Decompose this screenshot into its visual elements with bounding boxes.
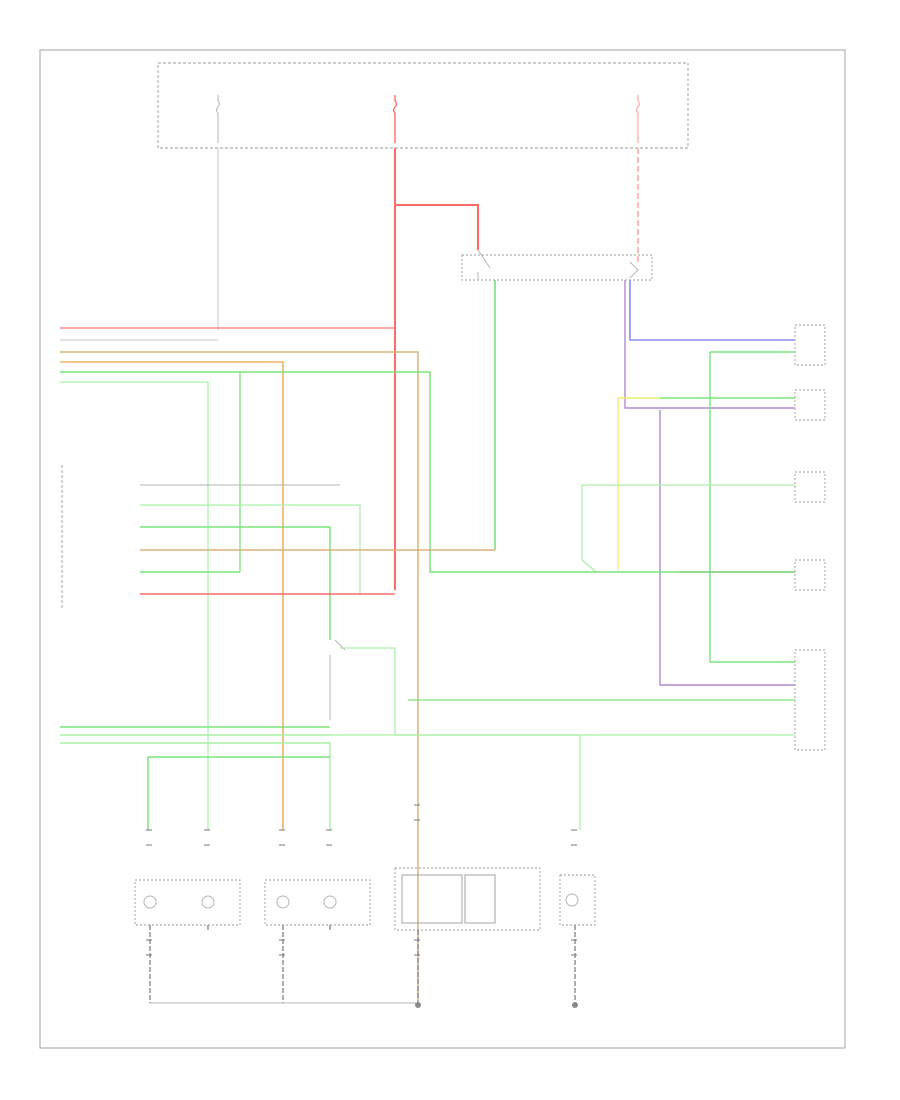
wire-harness-orange — [60, 361, 284, 830]
bulb-icon — [143, 895, 157, 909]
bulb-icon — [201, 895, 215, 909]
fuse-2-icon — [392, 95, 398, 143]
left-rear-lamp-assembly — [134, 879, 241, 926]
connector-markers — [146, 804, 577, 956]
bulb-icon — [276, 895, 290, 909]
relay-output-wires — [581, 280, 795, 686]
right-connectors — [794, 324, 826, 751]
wire-violet-2 — [659, 410, 795, 686]
wire-harness-green-1 — [60, 371, 795, 573]
fuse-feed-wires — [217, 148, 639, 590]
relay-switch-icon — [477, 249, 491, 280]
fuse-1-icon — [216, 95, 220, 143]
ground-wiring — [149, 925, 578, 1008]
third-brake-lamp-assembly — [394, 867, 541, 931]
wire-harness-tan — [60, 351, 419, 1000]
wire-violet-1 — [624, 280, 795, 409]
fuse-box — [157, 62, 689, 149]
wire-green-right-2 — [709, 351, 795, 663]
wire-red-to-relay — [395, 204, 479, 250]
lamp-control-module — [61, 465, 795, 830]
wire-yellow — [617, 397, 660, 570]
ground-right-icon — [572, 1002, 578, 1008]
wire-harness-green-2 — [60, 381, 209, 830]
fuse-3-icon — [635, 95, 641, 143]
wire-lower-3 — [60, 742, 331, 830]
wire-lower-4 — [147, 756, 330, 830]
module-switch-icon — [329, 639, 346, 720]
wire-blue — [629, 280, 795, 341]
bulb-icon — [565, 893, 579, 907]
lower-harness — [60, 726, 795, 830]
relay-coil-icon — [629, 261, 639, 279]
bulb-icon — [323, 895, 337, 909]
diagram-frame — [39, 49, 846, 1049]
left-harness — [60, 327, 795, 1000]
wire-green-right-3 — [581, 484, 795, 573]
module-wire-2 — [140, 504, 361, 595]
module-wire-3 — [140, 526, 331, 640]
ground-left-icon — [415, 1002, 421, 1008]
license-lamp-assembly — [559, 874, 596, 926]
module-wire-7 — [340, 647, 581, 830]
brake-lamp-relay — [461, 249, 653, 550]
right-rear-lamp-assembly — [264, 879, 371, 926]
